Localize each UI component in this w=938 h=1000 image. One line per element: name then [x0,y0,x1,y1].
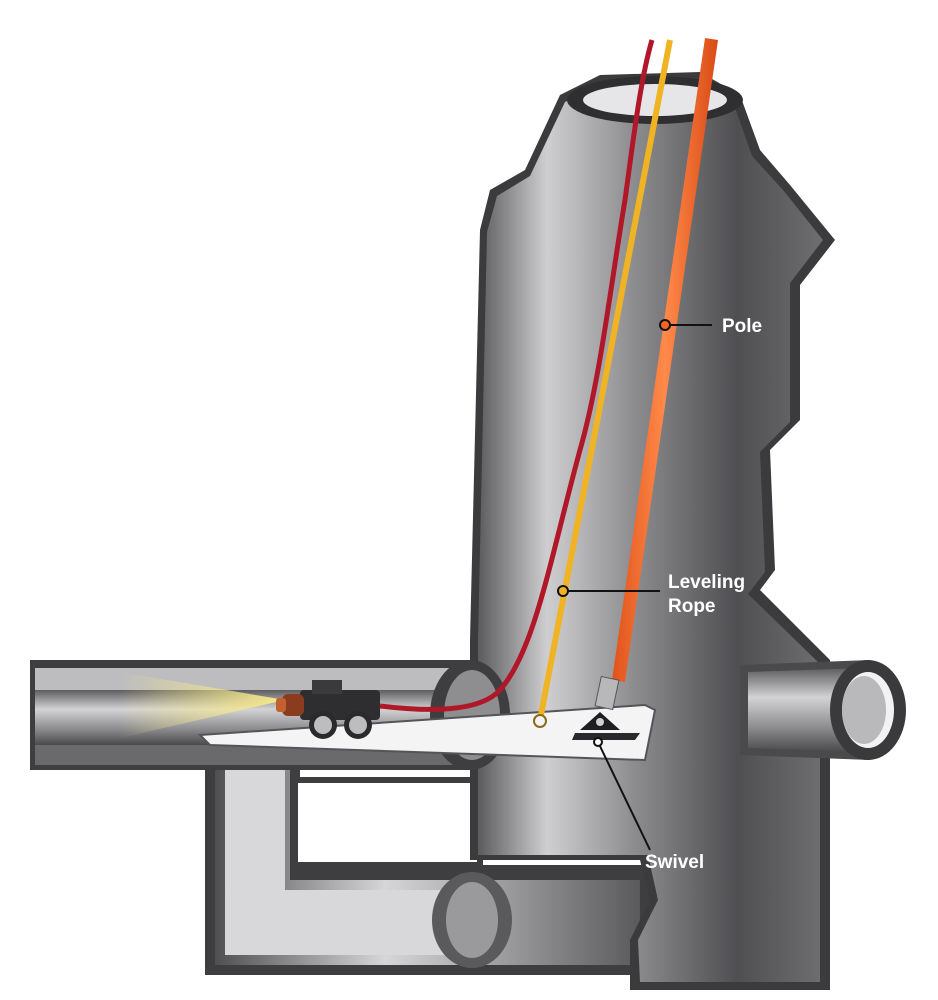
label-leveling-rope: Leveling Rope [557,572,745,617]
lower-bypass-pipe [205,745,650,975]
leveling-rope [537,39,673,721]
leveling-rope-label-line1: Leveling [668,572,745,593]
swivel-icon [572,712,640,740]
camera-light-beam [120,672,285,738]
label-pole: Pole [659,316,762,337]
pole-label: Pole [722,316,762,337]
leveling-rope-label-line2: Rope [668,596,716,617]
swivel-label: Swivel [645,852,704,873]
camera-cable [379,39,655,712]
pole [612,38,718,682]
label-swivel: Swivel [593,737,704,873]
outlet-pipe-stub [740,660,906,760]
rope-anchor [533,714,547,728]
crawler-camera-icon [276,680,380,739]
